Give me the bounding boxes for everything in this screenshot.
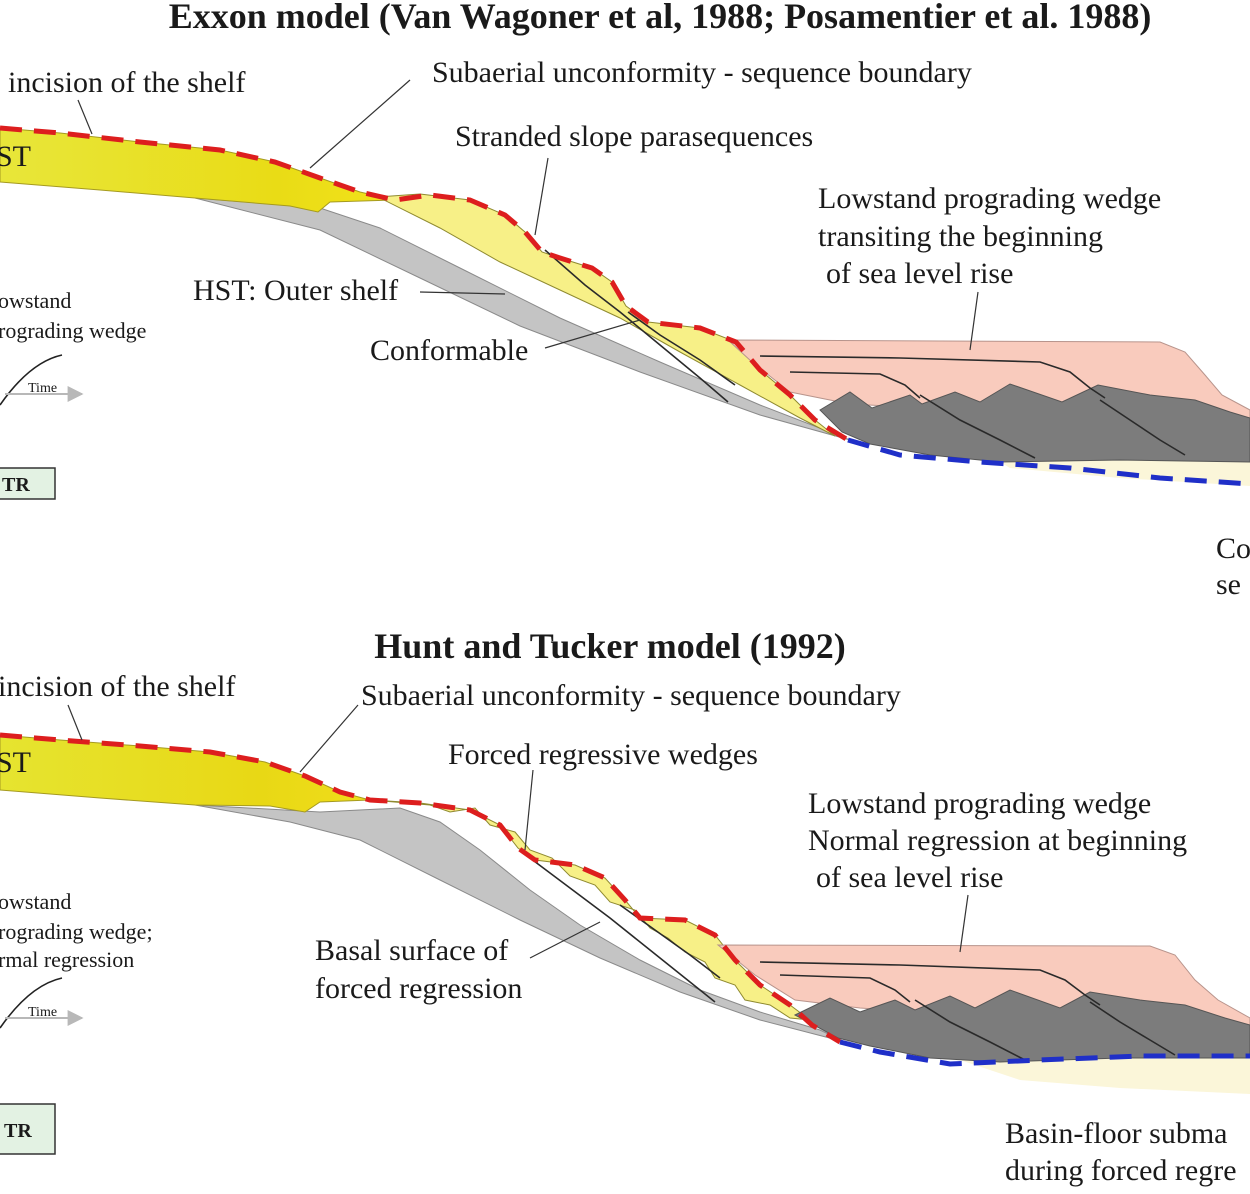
top-stranded-parasequences [376, 193, 836, 437]
top-legend-line-2: rograding wedge [0, 318, 146, 343]
top-label-conformable: Conformable [370, 334, 528, 367]
top-dark-line-1 [919, 394, 1036, 459]
top-tr-box [0, 467, 56, 500]
bottom-legend-curve [0, 977, 63, 1029]
top-legend-curve [0, 354, 63, 406]
top-pink-line-2 [789, 371, 921, 399]
bottom-label-basal-2: forced regression [315, 972, 522, 1005]
top-label-sequence-boundary: Subaerial unconformity - sequence bounda… [432, 56, 972, 89]
bottom-pink-line-1 [759, 961, 1101, 1006]
bottom-dark-gray-bottomsets [793, 989, 1250, 1063]
top-label-hst: ST [0, 140, 31, 173]
top-pink-line-1 [759, 355, 1106, 399]
bottom-label-lowstand-2: Normal regression at beginning [808, 824, 1187, 857]
bottom-dark-line-1 [914, 999, 1026, 1061]
bottom-label-basin-floor-2: during forced regre [1005, 1154, 1237, 1187]
bottom-leader-sequence-boundary [299, 704, 359, 773]
bottom-sequence-boundary [0, 732, 842, 1045]
top-label-lowstand-3: of sea level rise [826, 257, 1013, 290]
bottom-legend-line-2: rograding wedge; [0, 919, 153, 944]
top-hst-wedge [0, 127, 396, 213]
top-leader-stranded [534, 157, 549, 236]
bottom-tr-label: TR [4, 1120, 32, 1142]
bottom-panel-title: Hunt and Tucker model (1992) [374, 626, 845, 666]
bottom-legend-line-3: rmal regression [0, 947, 134, 972]
bottom-label-hst: ST [0, 746, 31, 779]
bottom-panel: Hunt and Tucker model (1992) incisio [0, 626, 1250, 1187]
bottom-clinoform-line-1 [529, 857, 716, 1003]
top-time-label: Time [28, 381, 57, 396]
top-clinoform-line-1 [544, 249, 729, 403]
bottom-leader-forced [524, 769, 534, 851]
top-label-outer-shelf: HST: Outer shelf [193, 274, 398, 307]
top-correlative-conformity [847, 437, 1250, 487]
bottom-leader-lowstand [959, 894, 969, 953]
bottom-time-label: Time [28, 1005, 57, 1020]
bottom-label-basal-1: Basal surface of [315, 934, 508, 967]
top-label-stranded: Stranded slope parasequences [455, 120, 813, 153]
top-panel-title: Exxon model (Van Wagoner et al, 1988; Po… [169, 0, 1152, 36]
top-leader-conformable [544, 319, 641, 349]
top-sequence-boundary [0, 125, 850, 443]
bottom-label-forced: Forced regressive wedges [448, 738, 758, 771]
top-label-incision: incision of the shelf [8, 66, 245, 99]
top-cut-text-1: Co [1216, 532, 1250, 565]
bottom-label-lowstand-1: Lowstand prograding wedge [808, 787, 1151, 820]
top-leader-incision [77, 99, 93, 135]
top-legend-line-1: owstand [0, 288, 71, 313]
top-dark-line-2 [1099, 399, 1186, 456]
bottom-legend-line-1: owstand [0, 889, 71, 914]
top-panel: Exxon model (Van Wagoner et al, 1988; Po… [0, 0, 1250, 601]
bottom-gray-slope [194, 804, 846, 1043]
bottom-forced-regressive-wedges [369, 799, 812, 1021]
bottom-label-lowstand-3: of sea level rise [816, 861, 1003, 894]
bottom-label-sequence-boundary: Subaerial unconformity - sequence bounda… [361, 679, 901, 712]
bottom-basin-floor-fill [960, 1052, 1250, 1094]
top-leader-lowstand [969, 291, 979, 351]
top-tr-label: TR [2, 474, 30, 496]
bottom-leader-incision [67, 704, 83, 741]
bottom-label-basin-floor-1: Basin-floor subma [1005, 1117, 1227, 1150]
top-leader-outer-shelf [419, 291, 506, 295]
top-label-lowstand-1: Lowstand prograding wedge [818, 182, 1161, 215]
top-clinoform-line-2 [627, 311, 736, 386]
bottom-tr-box [0, 1103, 56, 1155]
top-label-lowstand-2: transiting the beginning [818, 220, 1103, 253]
bottom-hst-wedge [0, 734, 371, 813]
bottom-dark-line-2 [1089, 1001, 1176, 1056]
bottom-leader-basal [529, 921, 601, 959]
top-leader-sequence-boundary [309, 79, 411, 169]
top-cut-text-2: se [1216, 568, 1241, 601]
bottom-pink-line-2 [779, 974, 911, 1003]
bottom-label-incision: incision of the shelf [0, 670, 235, 703]
bottom-correlative-conformity [839, 1039, 1250, 1067]
